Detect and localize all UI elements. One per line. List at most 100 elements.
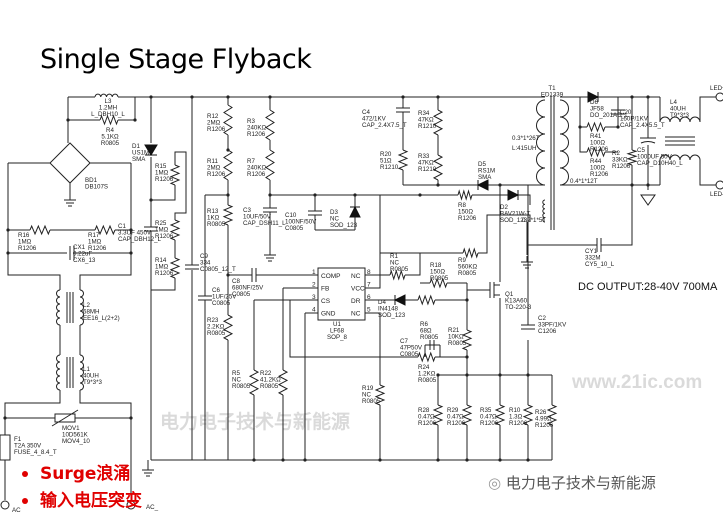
junction-dot — [401, 95, 405, 99]
wire — [147, 97, 552, 465]
resistor-symbol — [223, 149, 233, 181]
capacitor-symbol — [596, 238, 602, 252]
capacitor-symbol — [424, 340, 441, 357]
resistor-symbol — [374, 384, 386, 406]
resistor-symbol — [397, 149, 409, 171]
junction-dot — [226, 273, 230, 277]
resistor-symbol — [522, 404, 534, 426]
bullet-item: Surge浪涌 — [22, 459, 130, 484]
junction-dot — [378, 458, 382, 462]
resistor-symbol — [222, 314, 234, 341]
junction-dot — [465, 355, 469, 359]
ic-pin-number: 6 — [367, 294, 371, 301]
ground-icon — [142, 464, 154, 477]
junction-dot — [465, 458, 469, 462]
ground-icon — [264, 249, 276, 262]
junction-dot — [226, 95, 230, 99]
capacitor-symbol — [396, 107, 410, 113]
junction-dot — [303, 458, 307, 462]
junction-dot — [281, 458, 285, 462]
resistor-symbol — [265, 149, 275, 181]
wire — [402, 97, 545, 375]
junction-dot — [646, 95, 650, 99]
junction-dot — [526, 373, 530, 377]
led-neg-label: LED- — [710, 191, 723, 198]
diode-icon — [587, 91, 600, 103]
wire — [204, 194, 531, 460]
junction-dot — [149, 198, 153, 202]
wire — [437, 185, 553, 460]
transformer-core — [550, 95, 555, 230]
mosfet-symbol — [489, 282, 500, 298]
ic-pin-number: 4 — [312, 307, 316, 314]
capacitor-symbol — [263, 207, 277, 213]
wechat-watermark: ◎ 电力电子技术与新能源 — [488, 472, 656, 493]
inductor-core — [665, 136, 695, 146]
inductor-coil — [79, 354, 84, 391]
resistor-symbol — [432, 154, 444, 181]
ac-right-label: AC_ — [146, 504, 159, 511]
resistor-symbol — [99, 114, 119, 126]
wire — [151, 151, 187, 291]
ic-pin-number: 1 — [312, 269, 316, 276]
ground-icon — [640, 194, 656, 206]
junction-dot — [526, 458, 530, 462]
resistor-symbol — [461, 329, 473, 351]
diode-icon — [507, 189, 520, 201]
ic-pin-number: 7 — [367, 282, 371, 289]
junction-dot — [353, 193, 357, 197]
resistor-symbol — [417, 351, 436, 363]
ground-icon — [64, 194, 76, 207]
resistor-symbol — [248, 369, 260, 396]
terminal-connector — [715, 92, 723, 102]
junction-dot — [268, 95, 272, 99]
wire — [289, 300, 467, 460]
capacitor-symbol — [198, 295, 212, 301]
junction-dot — [129, 228, 133, 232]
led-pos-label: LED+ — [710, 85, 723, 92]
junction-dot — [498, 183, 502, 187]
junction-dot — [646, 183, 650, 187]
inductor-coil — [94, 93, 119, 98]
junction-dot — [313, 193, 317, 197]
wire — [365, 312, 381, 460]
capacitor-symbol — [611, 109, 625, 115]
junction-dot — [226, 148, 230, 152]
inductor-coil — [659, 116, 701, 123]
wire — [8, 229, 131, 254]
secondary-winding-label: 0.4*1*12T — [570, 178, 598, 185]
ic-pin-fb: FB — [321, 286, 329, 293]
wire — [67, 96, 545, 143]
resistor-symbol — [494, 404, 506, 426]
ic-pin-nc: NC — [351, 273, 361, 280]
capacitor-symbol — [308, 210, 322, 216]
resistor-symbol — [462, 247, 479, 259]
junction-dot — [418, 193, 422, 197]
resistor-symbol — [429, 277, 448, 289]
